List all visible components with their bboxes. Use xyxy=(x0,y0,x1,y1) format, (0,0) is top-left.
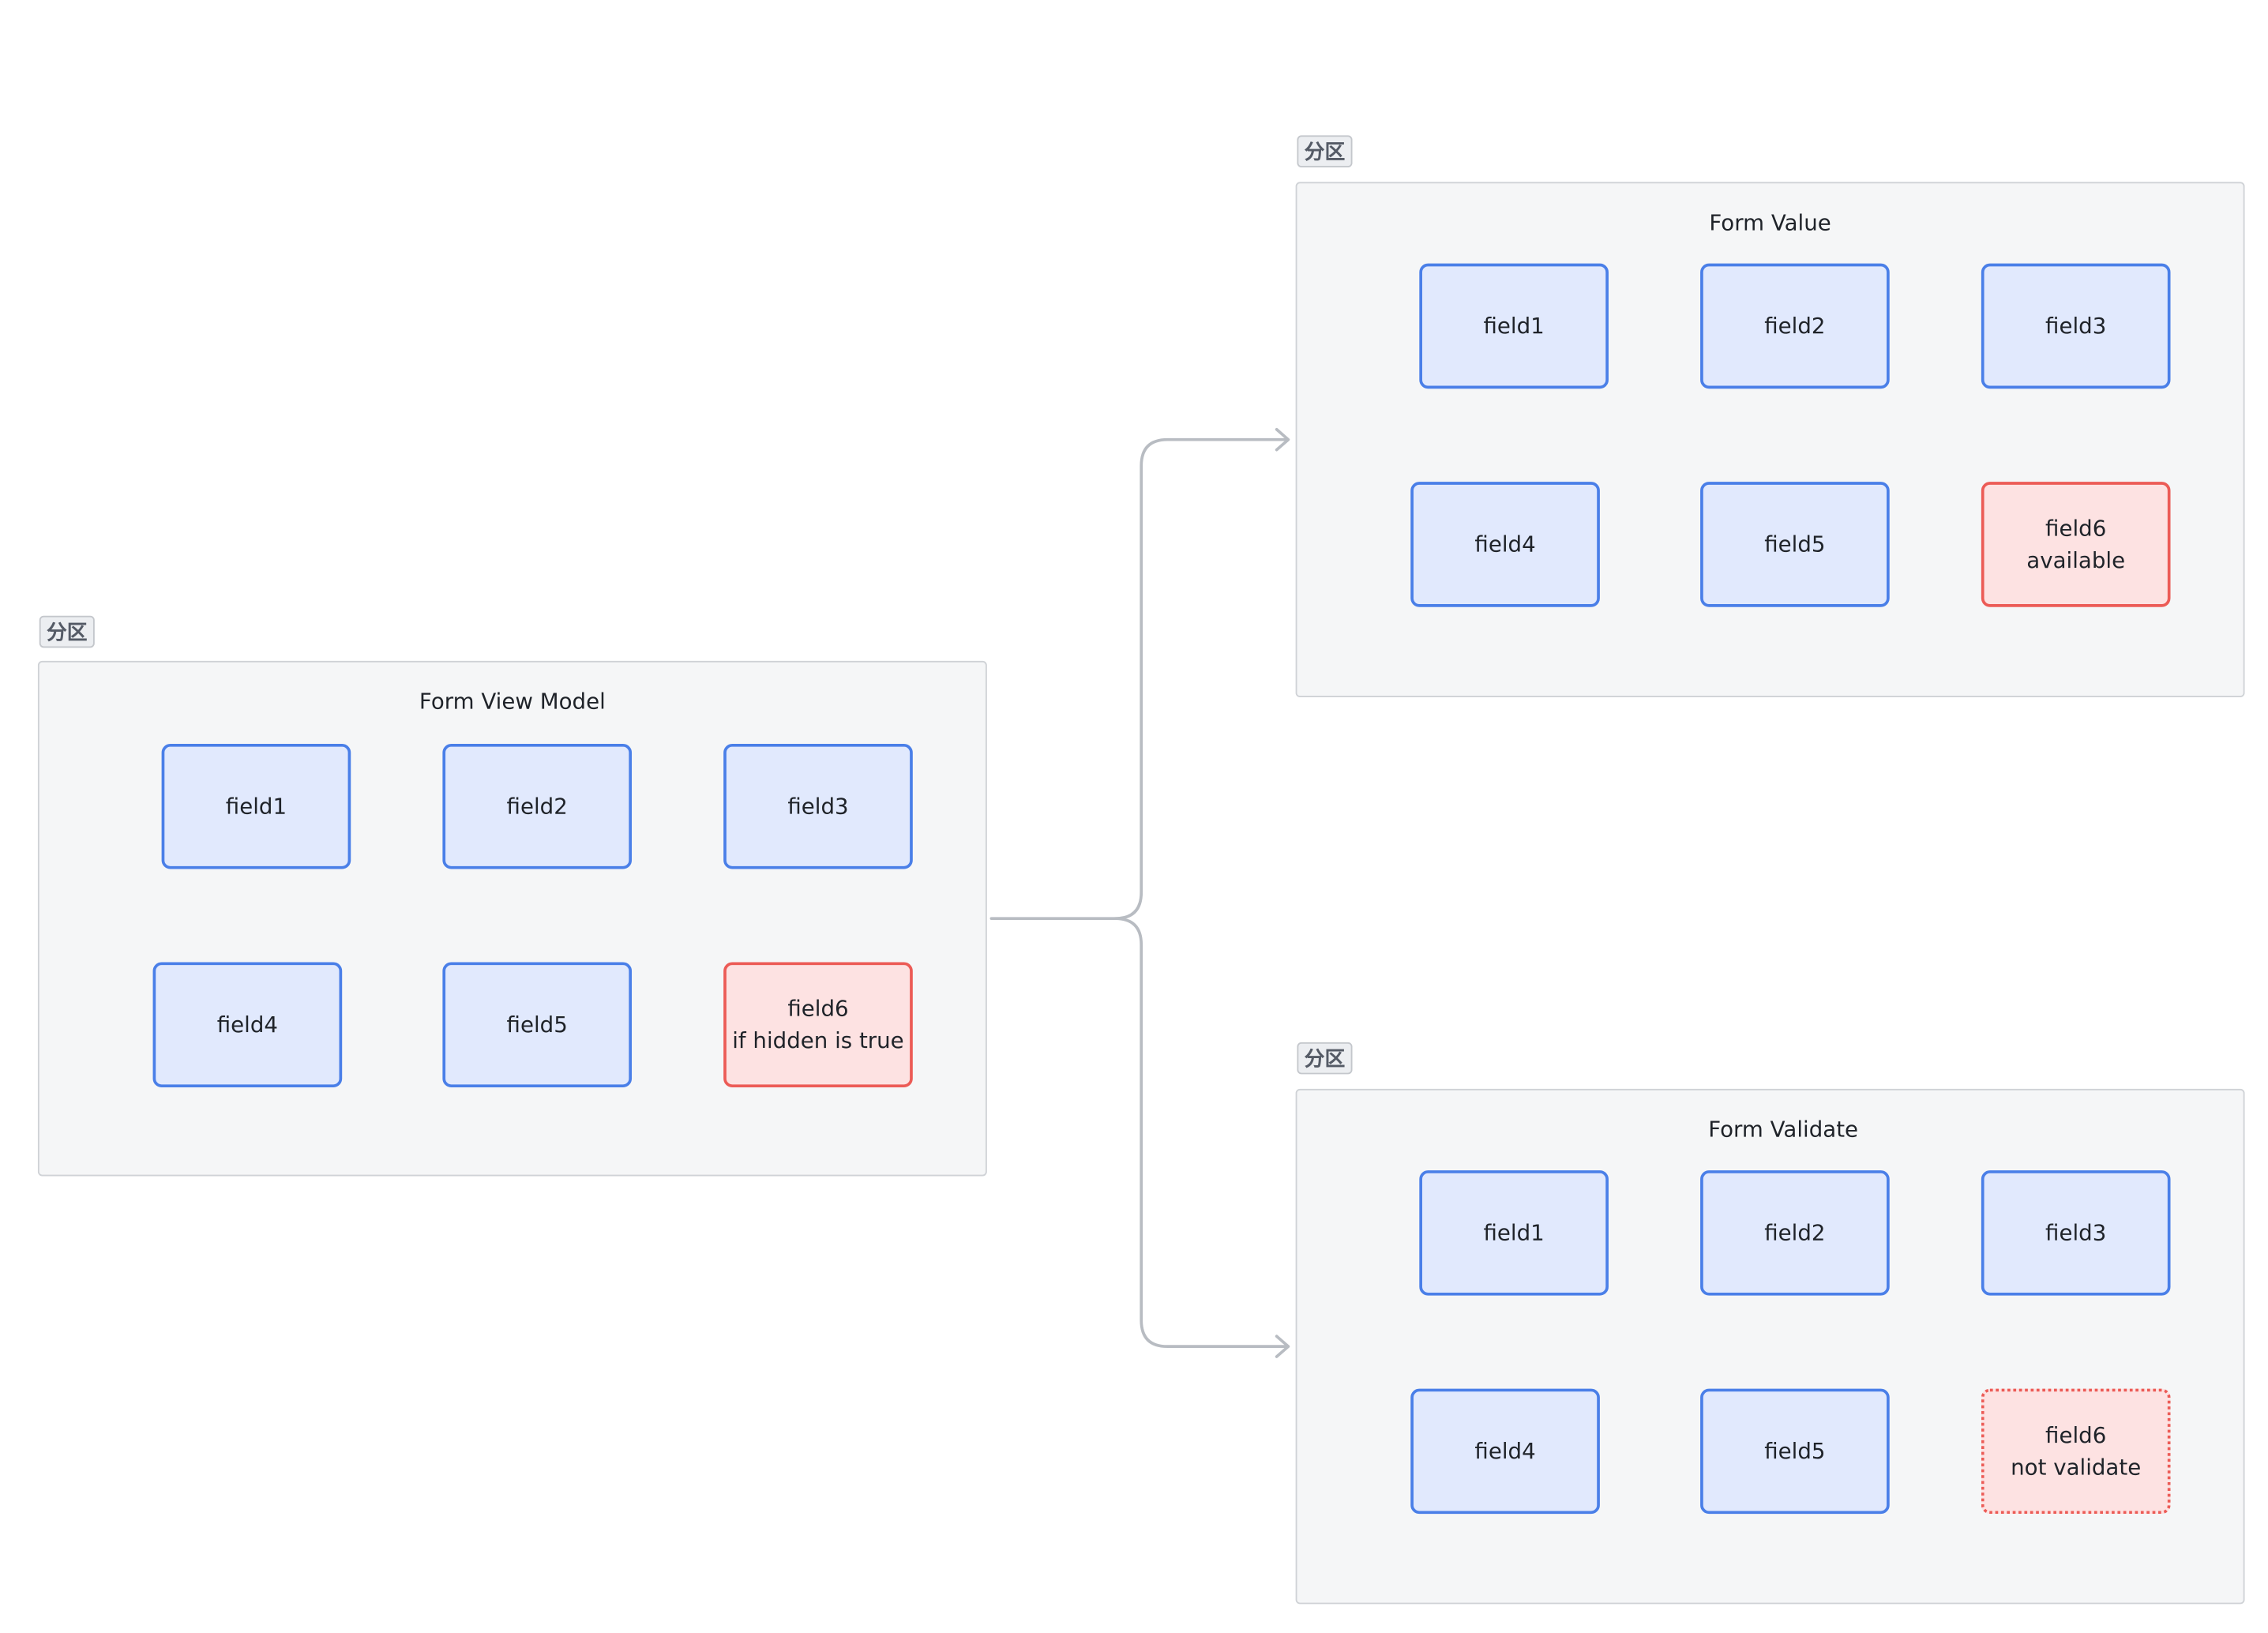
section-form-validate: Form Validate field1 field2 field3 field… xyxy=(1295,1088,2245,1605)
field-node: field3 xyxy=(1981,1170,2171,1296)
field-label: field2 xyxy=(1764,1219,1826,1246)
arrowhead-form-validate xyxy=(1275,1335,1290,1358)
field-note: if hidden is true xyxy=(732,1027,904,1054)
field-node-highlighted: field6 available xyxy=(1981,482,2171,607)
field-label: field2 xyxy=(506,793,568,820)
field-label: field4 xyxy=(1474,1438,1536,1465)
field-label: field3 xyxy=(2045,1219,2107,1246)
field-note: available xyxy=(2026,547,2126,574)
section-form-value: Form Value field1 field2 field3 field4 f… xyxy=(1295,182,2245,697)
section-form-view-model: Form View Model field1 field2 field3 fie… xyxy=(37,660,987,1177)
field-label: field1 xyxy=(225,793,287,820)
field-node: field2 xyxy=(1700,1170,1890,1296)
field-label: field6 xyxy=(787,995,849,1023)
field-node: field3 xyxy=(723,743,913,869)
field-node-highlighted: field6 if hidden is true xyxy=(723,962,913,1088)
field-node: field1 xyxy=(161,743,351,869)
connector-to-form-value xyxy=(989,437,1289,921)
field-node: field2 xyxy=(442,743,633,869)
section-tag-form-value: 分区 xyxy=(1297,135,1353,167)
section-title: Form View Model xyxy=(419,688,606,715)
field-label: field2 xyxy=(1764,313,1826,340)
section-title: Form Value xyxy=(1709,209,1831,236)
field-label: field1 xyxy=(1483,313,1545,340)
field-note: not validate xyxy=(2011,1454,2142,1481)
field-label: field4 xyxy=(1474,531,1536,558)
field-label: field6 xyxy=(2045,1422,2107,1449)
field-node: field1 xyxy=(1419,263,1609,389)
field-label: field3 xyxy=(2045,313,2107,340)
field-node: field5 xyxy=(1700,1388,1890,1515)
field-label: field5 xyxy=(1764,531,1826,558)
field-label: field6 xyxy=(2045,515,2107,542)
field-label: field4 xyxy=(216,1012,279,1038)
field-node: field4 xyxy=(1410,482,1600,607)
section-tag-form-view-model: 分区 xyxy=(39,615,95,648)
section-tag-form-validate: 分区 xyxy=(1297,1042,1353,1075)
field-node: field1 xyxy=(1419,1170,1609,1296)
field-node: field4 xyxy=(1410,1388,1600,1515)
field-node: field4 xyxy=(152,962,343,1088)
field-node: field5 xyxy=(1700,482,1890,607)
field-label: field5 xyxy=(1764,1438,1826,1465)
connector-to-form-validate xyxy=(1113,917,1289,1348)
field-node: field5 xyxy=(442,962,633,1088)
field-node: field2 xyxy=(1700,263,1890,389)
field-node-highlighted-dotted: field6 not validate xyxy=(1981,1388,2171,1515)
arrowhead-form-value xyxy=(1275,427,1290,452)
section-title: Form Validate xyxy=(1708,1116,1859,1143)
field-label: field5 xyxy=(506,1012,568,1038)
field-label: field1 xyxy=(1483,1219,1545,1246)
field-label: field3 xyxy=(787,793,849,820)
field-node: field3 xyxy=(1981,263,2171,389)
